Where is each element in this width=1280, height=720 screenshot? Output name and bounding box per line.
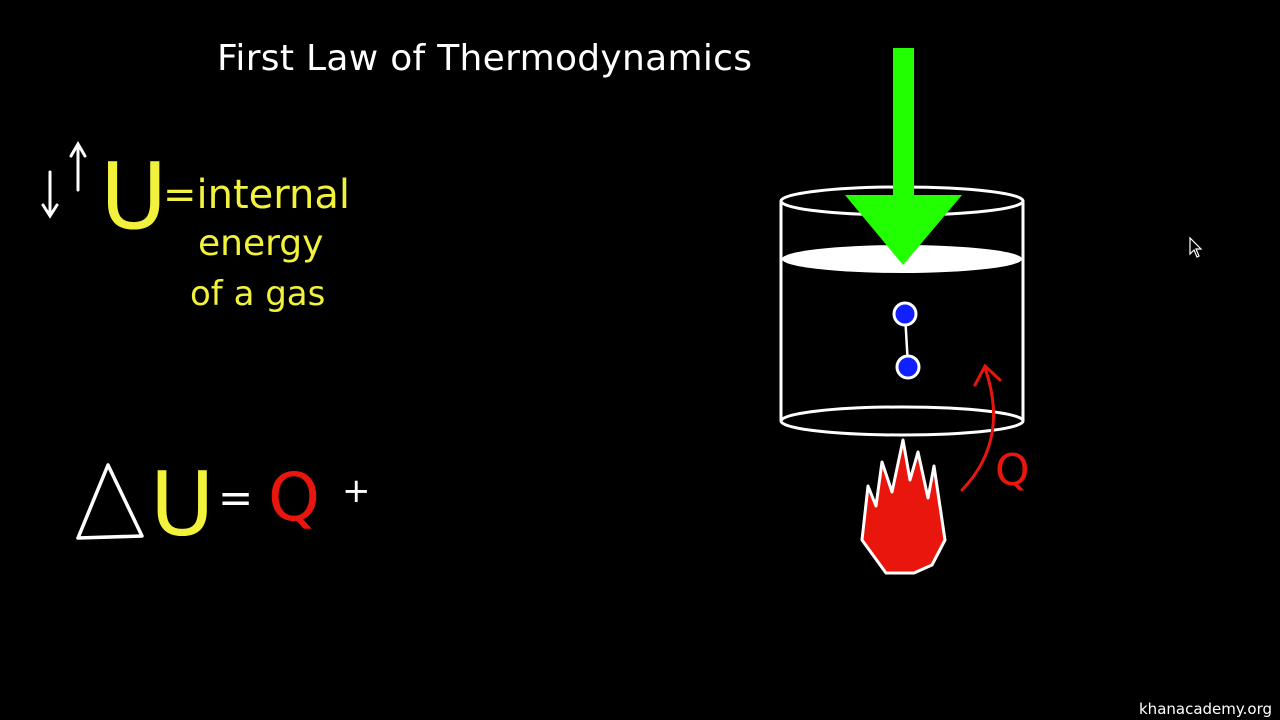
equation-plus: + — [342, 471, 371, 511]
cursor-icon — [1189, 236, 1203, 258]
atom-bottom — [895, 354, 921, 380]
up-arrow-icon — [69, 141, 87, 192]
watermark: khanacademy.org — [1139, 700, 1272, 718]
definition-line-1: =internal — [163, 172, 350, 218]
equation-Q: Q — [268, 459, 320, 536]
down-arrow-icon — [41, 170, 59, 219]
internal-energy-symbol: U — [100, 143, 167, 250]
definition-line-3: of a gas — [190, 274, 325, 314]
page-title: First Law of Thermodynamics — [217, 38, 753, 79]
heat-arrow — [960, 363, 1002, 492]
flame-icon — [860, 438, 947, 575]
equation-equals: = — [218, 473, 253, 522]
gas-molecule — [892, 301, 921, 380]
atom-top — [892, 301, 918, 327]
push-arrow-icon — [845, 48, 962, 265]
equation-U: U — [150, 453, 214, 556]
heat-label: Q — [995, 445, 1030, 496]
arrows-up-down — [41, 141, 87, 219]
delta-symbol — [76, 463, 144, 540]
definition-line-2: energy — [198, 223, 323, 264]
